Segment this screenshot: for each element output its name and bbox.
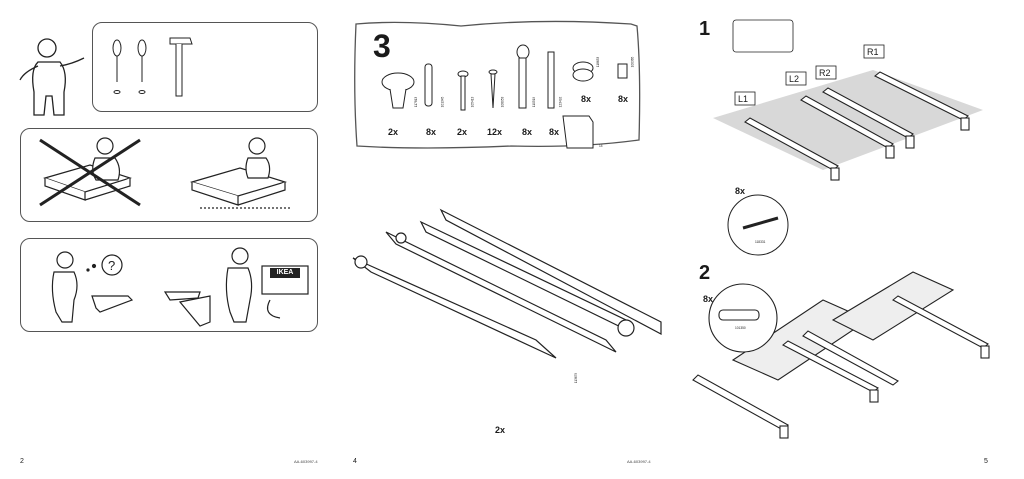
qty-anchor: 8x bbox=[549, 127, 560, 137]
page-2: ? IKEA 2 AA-603997-4 bbox=[0, 0, 341, 479]
tools-panel bbox=[92, 22, 318, 112]
label-l1: L1 bbox=[738, 94, 749, 104]
frame-beams bbox=[744, 71, 970, 181]
page-5: 1 2 L1 L2 R2 R1 8x 118331 8x 101350 5 bbox=[683, 0, 1024, 479]
qty-bolt: 2x bbox=[457, 127, 468, 137]
label-l2: L2 bbox=[789, 74, 800, 84]
work-surface-illustration bbox=[39, 137, 290, 209]
hammer-icon bbox=[169, 37, 193, 97]
help-illustration: ? bbox=[51, 247, 309, 327]
code-bolt: 105413 bbox=[470, 96, 475, 108]
ikea-sign: IKEA bbox=[270, 268, 300, 278]
code-knob: 117813 bbox=[414, 96, 419, 108]
rail-code: 113679 bbox=[574, 372, 579, 384]
drawer-rails bbox=[352, 208, 662, 359]
rail-qty: 2x bbox=[495, 425, 506, 435]
screwdriver-flat-icon bbox=[112, 39, 122, 94]
page-number: 2 bbox=[20, 458, 24, 465]
page-number: 5 bbox=[984, 458, 988, 465]
assembly-illustration bbox=[692, 19, 990, 439]
bag-number: 3 bbox=[373, 28, 391, 64]
step2-qty: 8x bbox=[703, 294, 714, 304]
doc-code: AA-603997-4 bbox=[294, 459, 318, 464]
screwdriver-phillips-icon bbox=[137, 39, 147, 94]
page-4: 3 2x 8x 2x 12x 8x 8x 8x 8x 117813 101345… bbox=[341, 0, 683, 479]
figure-pointing bbox=[19, 38, 85, 116]
code-small-screw: 100365 bbox=[630, 56, 635, 68]
qty-knob: 2x bbox=[388, 127, 399, 137]
step1-number: 1 bbox=[699, 18, 711, 40]
code-screw: 108053 bbox=[500, 96, 505, 108]
code-cam-lock: 118633 bbox=[596, 56, 601, 68]
hardware-bag bbox=[352, 20, 662, 359]
code-anchor: 123492 bbox=[558, 96, 563, 108]
page-number: 4 bbox=[353, 458, 357, 465]
qty-cam-bolt: 8x bbox=[522, 127, 533, 137]
step2-part-code: 101350 bbox=[735, 326, 746, 330]
step1-part-code: 118331 bbox=[755, 240, 766, 244]
label-r2: R2 bbox=[819, 68, 831, 78]
bag-icon bbox=[732, 19, 794, 53]
code-dowel: 101345 bbox=[440, 96, 445, 108]
step2-number: 2 bbox=[699, 262, 711, 284]
code-cam-bolt: 110519 bbox=[532, 96, 537, 108]
step2-parts bbox=[692, 271, 990, 439]
qty-cam-lock: 8x bbox=[581, 94, 592, 104]
step1-qty: 8x bbox=[735, 186, 746, 196]
doc-code: AA-603997-4 bbox=[627, 459, 651, 464]
question-icon bbox=[101, 254, 123, 276]
svg-text:?: ? bbox=[108, 258, 115, 273]
qty-dowel: 8x bbox=[426, 127, 437, 137]
qty-screw: 12x bbox=[487, 127, 503, 137]
note-page-ref: 14 bbox=[599, 144, 603, 148]
qty-small-screw: 8x bbox=[618, 94, 629, 104]
tools-illustration bbox=[19, 37, 193, 116]
label-r1: R1 bbox=[867, 47, 879, 57]
